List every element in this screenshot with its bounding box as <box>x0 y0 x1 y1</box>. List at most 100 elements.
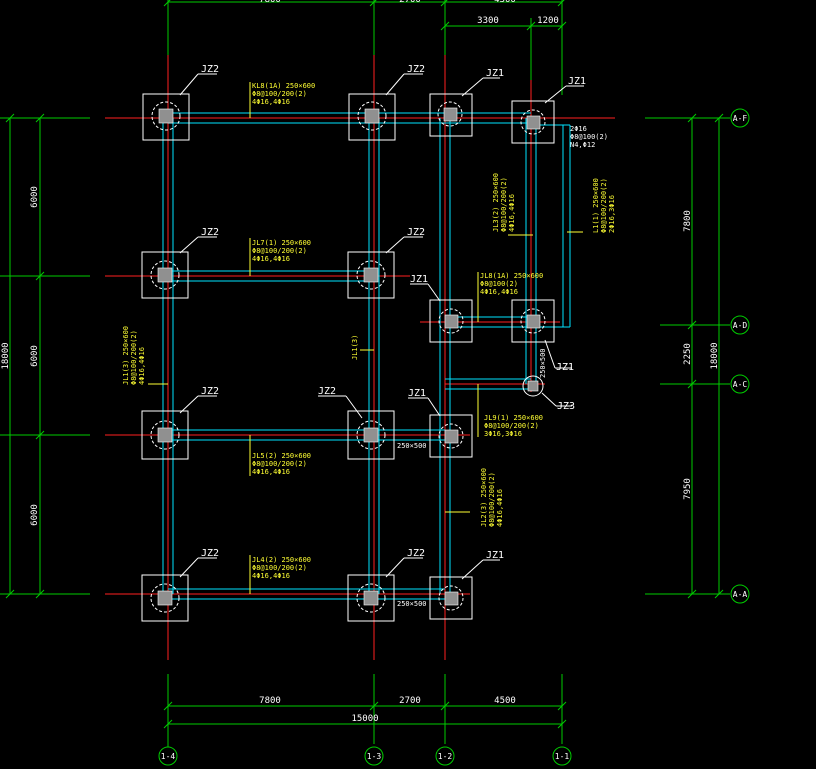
footing-tag-jz2: JZ2 <box>201 548 219 559</box>
footing-tag-jz2: JZ2 <box>407 548 425 559</box>
dimension-ticks <box>5 0 724 729</box>
beam-note-line: Φ8@100/200(2) <box>488 472 496 527</box>
beam-note-line: 4Φ16,4Φ16 <box>508 194 516 232</box>
beam-note-line: JL7(1) 250×600 <box>252 239 311 247</box>
dim-right-2250: 2250 <box>683 343 693 365</box>
dim-right-18000: 18000 <box>710 342 720 369</box>
dim-bottom-4500: 4500 <box>494 696 516 706</box>
section-label-jl4: 250×500 <box>397 600 427 608</box>
section-label-jl5: 250×500 <box>397 442 427 450</box>
beam-note-jl7: JL7(1) 250×600 Φ8@100/200(2) 4Φ16,4Φ16 <box>252 239 311 263</box>
beam-note-line: 4Φ16,4Φ16 <box>138 347 146 385</box>
footings <box>141 93 555 622</box>
beam-note-jl4: JL4(2) 250×600 Φ8@100/200(2) 4Φ16,4Φ16 <box>252 556 311 580</box>
beam-note-line: JL9(1) 250×600 <box>484 414 543 422</box>
beam-note-line: JL3(2) 250×600 <box>492 173 500 232</box>
footing-jz1 <box>429 414 473 458</box>
dim-top-4500: 4500 <box>494 0 516 5</box>
dimension-lines <box>0 0 730 744</box>
beam-note-jl1: JL1(3) 250×600 Φ8@100/200(2) 4Φ16,4Φ16 <box>122 326 146 385</box>
footing-tag-jz1: JZ1 <box>486 550 504 561</box>
footing-tag-jz2: JZ2 <box>201 227 219 238</box>
footing-tag-jz2: JZ2 <box>201 386 219 397</box>
beam-note-line: Φ8@100(2) <box>480 280 518 288</box>
beam-note-line: KL8(1A) 250×600 <box>252 82 315 90</box>
footing-tag-jz1: JZ1 <box>410 274 428 285</box>
dim-right-7950: 7950 <box>683 478 693 500</box>
beam-note-line: 4Φ16,4Φ16 <box>252 572 290 580</box>
footing-jz1 <box>429 93 473 137</box>
beam-note-line: Φ8@100/200(2) <box>252 564 307 572</box>
footing-tag-jz3: JZ3 <box>557 401 575 412</box>
beam-note-jl1-short: JL1(3) <box>351 335 359 360</box>
beam-note-line: 4Φ16,4Φ16 <box>480 288 518 296</box>
footing-jz2 <box>347 410 395 460</box>
footing-tag-jz1: JZ1 <box>408 388 426 399</box>
beam-note-line: Φ8@100/200(2) <box>500 177 508 232</box>
beam-note-line: 3Φ16,3Φ16 <box>484 430 522 438</box>
footing-tag-jz2: JZ2 <box>407 64 425 75</box>
beam-note-jl5: JL5(2) 250×600 Φ8@100/200(2) 4Φ16,4Φ16 <box>252 452 311 476</box>
axis-label-1-1: 1-1 <box>555 752 570 761</box>
footing-tag-jz1: JZ1 <box>568 76 586 87</box>
beam-note-line: JL5(2) 250×600 <box>252 452 311 460</box>
dim-right-7800: 7800 <box>683 210 693 232</box>
beam-note-jl2: JL2(3) 250×600 Φ8@100/200(2) 4Φ16,4Φ16 <box>480 468 504 527</box>
beam-note-line: 4Φ16,4Φ16 <box>252 468 290 476</box>
axis-label-1-3: 1-3 <box>367 752 382 761</box>
beam-note-line: 4Φ16,4Φ16 <box>252 255 290 263</box>
footing-jz1 <box>429 299 473 343</box>
footing-jz2 <box>142 93 190 141</box>
dim-bottom-7800: 7800 <box>259 696 281 706</box>
beam-note-line: L1(1) 250×600 <box>592 178 600 233</box>
dim-left-6000-c: 6000 <box>30 504 40 526</box>
footing-leaders <box>179 73 584 580</box>
dim-top-3300: 3300 <box>477 16 499 26</box>
dim-top-2700: 2700 <box>399 0 421 5</box>
dim-left-6000-a: 6000 <box>30 186 40 208</box>
footing-jz1 <box>511 299 555 343</box>
dim-bottom-2700: 2700 <box>399 696 421 706</box>
footing-jz1 <box>511 100 555 144</box>
footing-jz2 <box>141 574 189 622</box>
beam-note-line: Φ8@100/200(2) <box>252 247 307 255</box>
footing-jz2 <box>347 574 395 622</box>
axis-label-1-2: 1-2 <box>438 752 453 761</box>
footing-jz2 <box>347 251 395 299</box>
side-note-line: 2Φ16 <box>570 125 587 133</box>
footing-jz2 <box>348 93 396 141</box>
axis-label-a-c: A-C <box>733 380 748 389</box>
beam-note-line: JL4(2) 250×600 <box>252 556 311 564</box>
foundation-beams <box>162 112 571 600</box>
footing-tag-jz1: JZ1 <box>486 68 504 79</box>
footing-tag-jz2: JZ2 <box>201 64 219 75</box>
section-label-jz3: 250×500 <box>539 348 547 378</box>
axis-label-a-a: A-A <box>733 590 748 599</box>
footing-jz3 <box>522 375 544 397</box>
beam-note-line: Φ8@100/200(2) <box>252 90 307 98</box>
footing-tag-jz1: JZ1 <box>556 362 574 373</box>
beam-note-line: Φ8@100/200(2) <box>600 178 608 233</box>
dim-bottom-15000: 15000 <box>351 714 378 724</box>
axis-bubbles <box>158 108 750 766</box>
beam-note-kl8: KL8(1A) 250×600 Φ8@100/200(2) 4Φ16,4Φ16 <box>252 82 315 106</box>
beam-note-line: JL8(1A) 250×600 <box>480 272 543 280</box>
side-note-line: Φ8@100(2) <box>570 133 608 141</box>
beam-note-line: 2Φ16,3Φ16 <box>608 195 616 233</box>
footing-jz2 <box>141 251 189 299</box>
beam-note-line: Φ8@100/200(2) <box>252 460 307 468</box>
beam-note-line: 4Φ16,4Φ16 <box>496 489 504 527</box>
axis-label-a-f: A-F <box>733 114 748 123</box>
beam-note-line: JL1(3) 250×600 <box>122 326 130 385</box>
dim-top-1200: 1200 <box>537 16 559 26</box>
beam-note-line: Φ8@100/200(2) <box>484 422 539 430</box>
footing-jz2 <box>141 410 189 460</box>
dim-top-7800: 7800 <box>259 0 281 5</box>
beam-note-jl3: JL3(2) 250×600 Φ8@100/200(2) 4Φ16,4Φ16 <box>492 173 516 232</box>
axis-label-a-d: A-D <box>733 321 748 330</box>
annotation-leaders <box>148 82 583 594</box>
axis-label-1-4: 1-4 <box>161 752 176 761</box>
footing-tag-jz2: JZ2 <box>407 227 425 238</box>
dim-left-6000-b: 6000 <box>30 345 40 367</box>
